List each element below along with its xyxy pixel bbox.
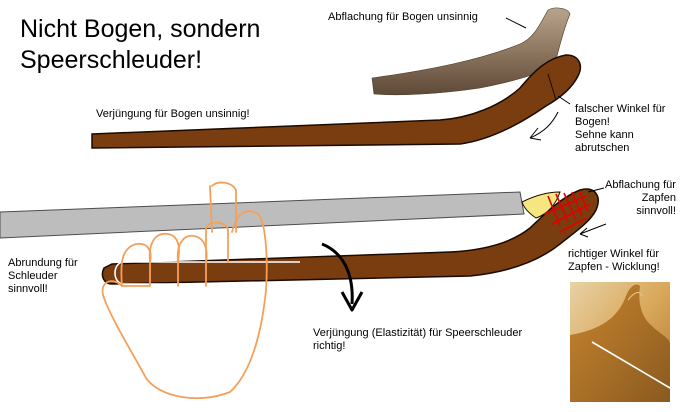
label-rounding: Abrundung für Schleuder sinnvoll! [8, 257, 78, 295]
motion-arrow-head [340, 291, 364, 312]
page-title: Nicht Bogen, sondern Speerschleuder! [20, 15, 261, 74]
label-wrong-angle: falscher Winkel für Bogen! Sehne kann ab… [575, 103, 666, 154]
label-taper-thrower: Verjüngung (Elastizität) für Speerschleu… [313, 327, 523, 352]
artifact-photo [371, 7, 571, 96]
label-flat-bow: Abflachung für Bogen unsinnig [328, 11, 478, 23]
curved-arrow-upper-head [529, 127, 542, 141]
spear-shaft [0, 191, 525, 239]
spear-peg [521, 191, 561, 219]
hand-outline [101, 181, 268, 399]
flat-bow-pointer [505, 17, 527, 29]
label-taper-bow: Verjüngung für Bogen unsinnig! [96, 108, 250, 120]
flat-peg-pointer [587, 187, 605, 193]
label-right-angle: richtiger Winkel für Zapfen - Wicklung! [568, 248, 660, 273]
red-binding [543, 191, 591, 233]
curved-arrow-upper [529, 111, 559, 139]
wrong-angle-pointer [557, 95, 571, 105]
antler-photo [570, 282, 671, 402]
label-flat-peg: Abflachung für Zapfen sinnvoll! [605, 179, 676, 217]
bow-notch-line [547, 73, 557, 101]
motion-arrow [321, 242, 354, 305]
bow-stick [91, 54, 582, 149]
right-angle-arrow [579, 223, 607, 238]
thrower-stick [101, 188, 599, 285]
